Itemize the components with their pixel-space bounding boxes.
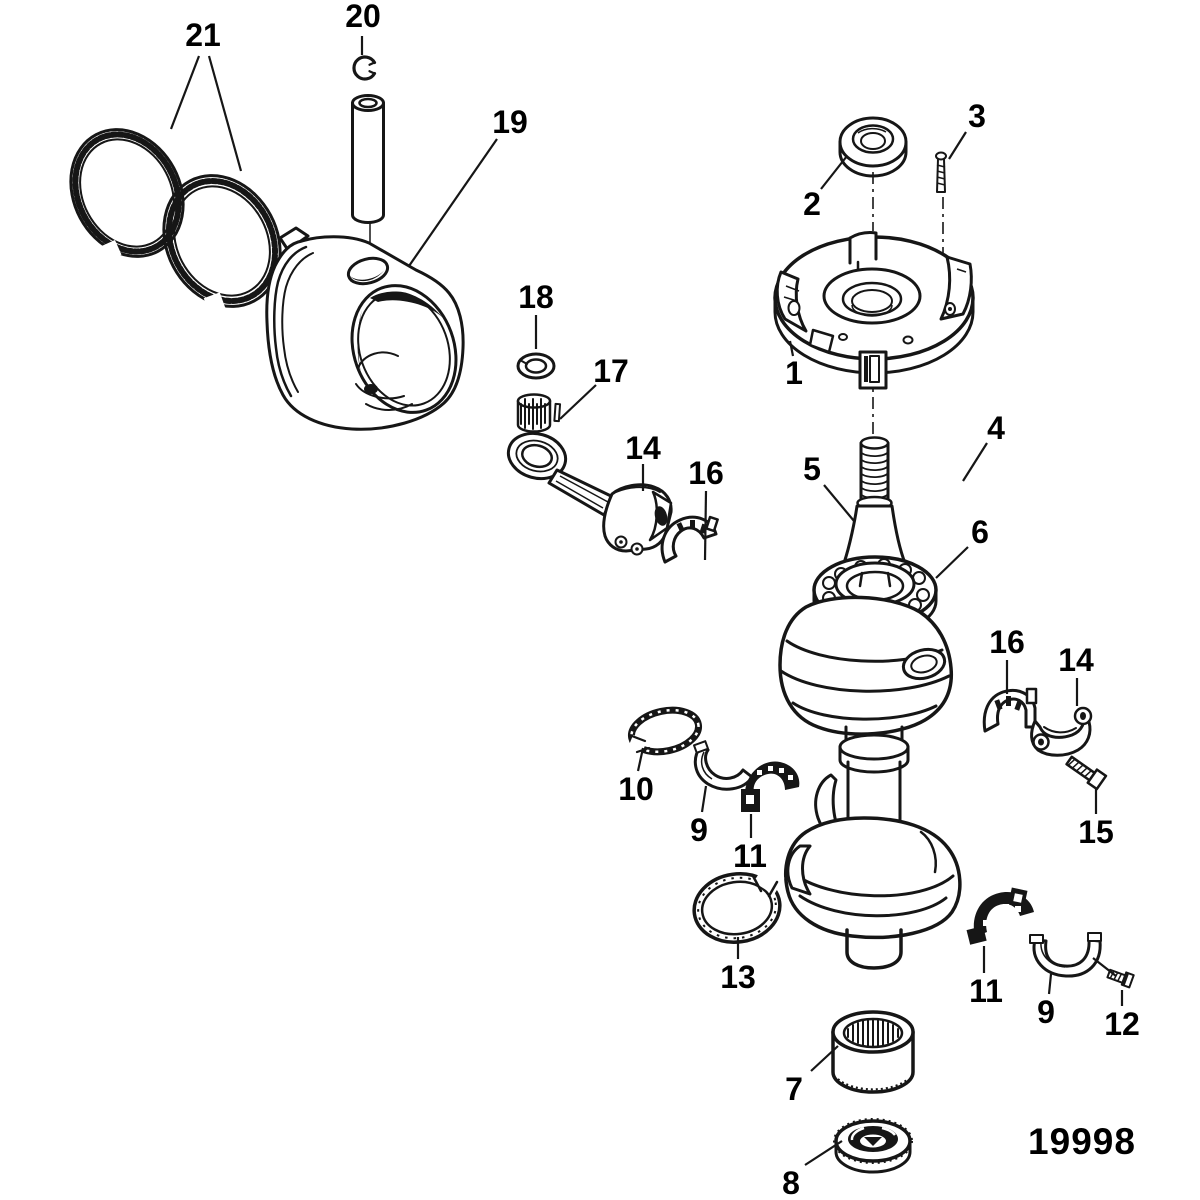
crank-lower-counterweight: [784, 816, 962, 970]
connecting-rod: [506, 431, 673, 556]
retaining-ring-10: [627, 706, 703, 756]
wrist-pin-bearing: [516, 393, 562, 433]
leader-line-17: [559, 384, 597, 420]
callout-label-16: 16: [688, 455, 724, 491]
leader-line-16: [703, 490, 708, 561]
callout-label-18: 18: [518, 279, 554, 315]
rod-bolt: [1065, 755, 1108, 791]
rod-cap: [1030, 706, 1093, 757]
crankshaft-taper: [842, 504, 907, 565]
oil-seal-top: [838, 116, 908, 178]
callout-label-19: 19: [492, 104, 528, 140]
oil-seal-bottom: [833, 1118, 913, 1174]
crankshaft: [842, 436, 907, 565]
leader-line-9: [700, 785, 708, 813]
leader-line-21: [169, 55, 201, 130]
wrist-pin: [351, 94, 385, 288]
piston: [265, 226, 465, 431]
leader-line-3: [948, 131, 967, 160]
bearing-cage-half-11-right: [966, 887, 1034, 945]
callout-label-6: 6: [971, 514, 989, 550]
callout-label-14: 14: [1058, 642, 1094, 678]
callout-label-9: 9: [1037, 994, 1055, 1030]
retaining-ring-13: [692, 865, 785, 944]
callout-label-2: 2: [803, 186, 821, 222]
callout-label-10: 10: [618, 771, 654, 807]
end-cap: [773, 172, 975, 438]
callout-label-3: 3: [968, 98, 986, 134]
callout-label-20: 20: [345, 0, 381, 34]
callout-label-13: 13: [720, 959, 756, 995]
callout-label-4: 4: [987, 410, 1005, 446]
bearing-cage-half-16-right: [982, 687, 1038, 733]
bearing-liner-half-9-left: [692, 740, 754, 791]
center-main-bearing: [831, 1010, 915, 1094]
piston-pin-lock-ring: [352, 55, 377, 81]
leader-line-9: [1047, 973, 1053, 995]
callout-label-5: 5: [803, 451, 821, 487]
bearing-cage-half-16-left: [660, 515, 719, 564]
callout-label-8: 8: [782, 1165, 800, 1200]
leader-line-19: [408, 138, 498, 267]
leader-line-1: [788, 340, 795, 357]
crank-bottom-stub: [845, 928, 903, 970]
wrist-pin-bearing-roller: [553, 402, 562, 423]
callout-label-7: 7: [785, 1071, 803, 1107]
callout-label-15: 15: [1078, 814, 1114, 850]
leader-line-12: [1092, 957, 1117, 977]
leader-line-6: [935, 546, 969, 579]
callout-label-1: 1: [785, 355, 803, 391]
leader-line-7: [810, 1045, 839, 1072]
callout-label-16: 16: [989, 624, 1025, 660]
callout-label-9: 9: [690, 812, 708, 848]
leader-line-2: [820, 155, 848, 190]
crank-upper-counterweight: [778, 595, 954, 736]
bearing-cage-half-11-left: [741, 761, 800, 812]
callout-label-11: 11: [733, 838, 767, 874]
leader-line-10: [636, 747, 645, 772]
bearing-liner-half-9-right: [1029, 932, 1102, 978]
leader-line-4: [962, 442, 988, 482]
callout-label-11: 11: [969, 973, 1003, 1009]
callout-label-12: 12: [1104, 1006, 1140, 1042]
callout-label-14: 14: [625, 430, 661, 466]
thrust-washer: [516, 352, 556, 380]
callout-label-21: 21: [185, 17, 221, 53]
leader-line-8: [804, 1140, 843, 1166]
leader-line-5: [823, 484, 855, 522]
drawing-number: 19998: [1028, 1121, 1136, 1162]
piston-ring-top: [69, 128, 185, 262]
piston-ring-bottom: [162, 174, 282, 314]
callout-label-17: 17: [593, 353, 629, 389]
dowel-pin: [1106, 968, 1135, 989]
leader-line-21: [207, 55, 243, 172]
